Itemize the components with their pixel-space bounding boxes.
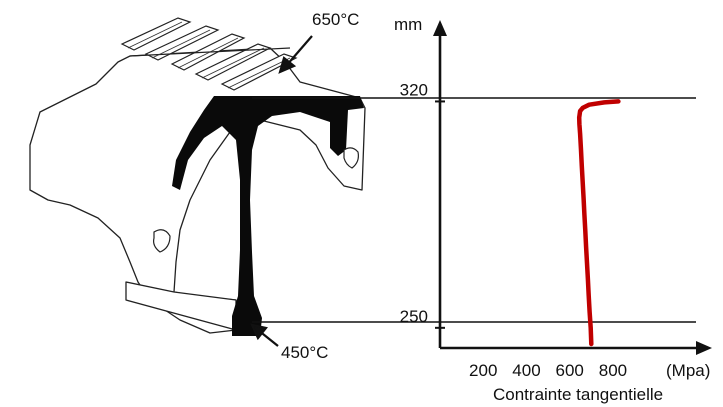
y-axis-unit: mm [394,15,422,34]
turbine-disc-illustration [29,17,366,336]
y-tick-label: 250 [400,307,428,326]
x-tick-label: 800 [599,361,627,380]
stress-chart: mm (Mpa) Contrainte tangentielle 250320 … [394,15,712,404]
arrow-top-annotation [278,35,313,74]
arrow-bottom-annotation [250,323,279,347]
annotation-bottom-temperature: 450°C [281,343,328,362]
x-axis-label: Contrainte tangentielle [493,385,663,404]
x-tick-label: 200 [469,361,497,380]
x-tick-label: 400 [512,361,540,380]
x-axis-unit: (Mpa) [666,361,710,380]
x-tick-label: 600 [556,361,584,380]
x-axis-arrowhead [696,341,712,355]
y-tick-label: 320 [400,80,428,99]
annotation-top-temperature: 650°C [312,10,359,29]
y-axis-arrowhead [433,20,447,36]
stress-curve [576,99,621,347]
